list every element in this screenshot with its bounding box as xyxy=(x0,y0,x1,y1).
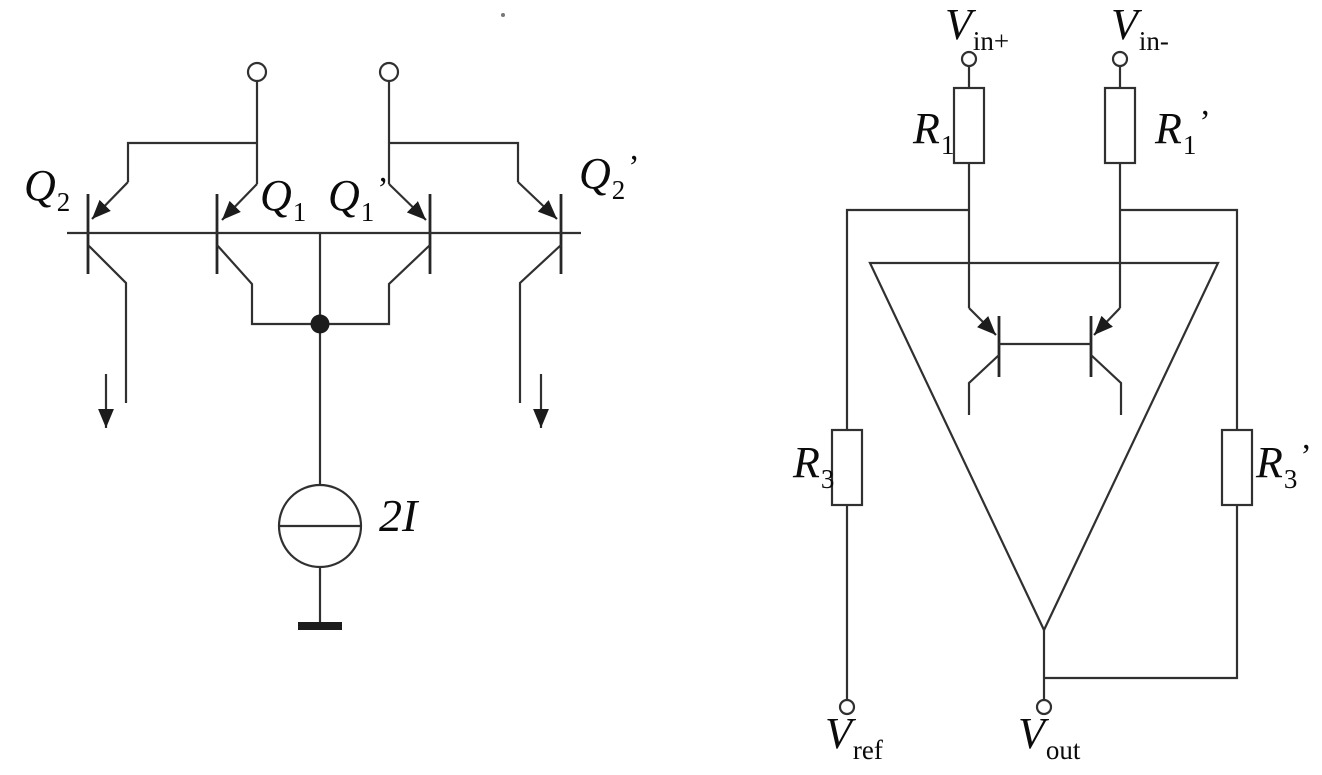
label-vinp-base: V xyxy=(945,0,972,49)
label-r1-sub: 1 xyxy=(940,130,955,160)
label-q1p-sub: 1 xyxy=(360,197,375,227)
vout-terminal xyxy=(1035,698,1053,716)
label-q1: Q1 xyxy=(260,171,309,226)
label-q2p-sub: 2 xyxy=(611,175,626,205)
q1-emitter-arrow xyxy=(221,183,258,221)
internal-diff-pair xyxy=(967,307,1123,415)
label-r1p-sub: 1 xyxy=(1182,130,1197,160)
label-r3-sub: 3 xyxy=(820,464,835,494)
left-arm xyxy=(845,208,969,430)
feedback-wire xyxy=(1044,505,1239,680)
label-r3p-sub: 3 xyxy=(1283,464,1298,494)
label-tail-current: 2I xyxy=(379,493,417,539)
label-vinn-base: V xyxy=(1111,0,1138,49)
q1-prime-collector xyxy=(329,244,431,326)
label-q1p-base: Q xyxy=(328,171,360,220)
tail-node-dot xyxy=(310,314,330,334)
label-vinn-sub: in- xyxy=(1138,26,1169,56)
label-r1-base: R xyxy=(913,104,940,153)
label-vref-base: V xyxy=(825,709,852,758)
ground-symbol xyxy=(298,622,342,630)
label-q2p-prime: ’ xyxy=(628,149,640,186)
vref-terminal xyxy=(838,698,856,716)
label-q2-sub: 2 xyxy=(56,187,71,217)
label-q1p-prime: ’ xyxy=(377,171,389,208)
label-vout-sub: out xyxy=(1045,735,1081,765)
label-r3-prime: R3’ xyxy=(1256,438,1312,493)
label-q1-prime: Q1’ xyxy=(328,171,389,226)
right-circuit xyxy=(830,50,1254,716)
q2-emitter-arrow xyxy=(91,181,129,220)
label-vref: Vref xyxy=(825,709,883,764)
label-r1: R1 xyxy=(913,104,957,159)
q1-collector xyxy=(216,244,311,326)
branch-to-q2-prime xyxy=(389,141,520,182)
label-vref-sub: ref xyxy=(852,735,883,765)
q2-collector xyxy=(87,244,128,403)
label-2i-text: 2I xyxy=(379,490,418,541)
label-q1-sub: 1 xyxy=(292,197,307,227)
resistor-r1-prime xyxy=(1103,86,1137,165)
branch-to-q2 xyxy=(126,141,257,182)
right-arm xyxy=(1120,208,1239,430)
label-vin-plus: Vin+ xyxy=(945,0,1009,55)
label-vout: Vout xyxy=(1018,709,1080,764)
label-r3: R3 xyxy=(793,438,837,493)
label-q2p-base: Q xyxy=(579,149,611,198)
label-q2-base: Q xyxy=(24,161,56,210)
inner-right-emitter-arrow xyxy=(1093,307,1121,336)
q2-prime-collector xyxy=(518,244,562,403)
inner-right-leg xyxy=(1090,354,1123,415)
label-r3p-prime-mark: ’ xyxy=(1300,438,1312,475)
label-r1p-prime-mark: ’ xyxy=(1199,104,1211,141)
left-terminal-1 xyxy=(246,61,268,83)
resistor-r3-prime xyxy=(1220,428,1254,507)
label-vout-base: V xyxy=(1018,709,1045,758)
label-q2-prime: Q2’ xyxy=(579,149,640,204)
label-vin-minus: Vin- xyxy=(1111,0,1169,55)
label-q2: Q2 xyxy=(24,161,73,216)
opamp-triangle xyxy=(868,261,1220,633)
label-r1-prime: R1’ xyxy=(1155,104,1211,159)
inner-left-leg xyxy=(967,354,1000,415)
label-r3p-base: R xyxy=(1256,438,1283,487)
inner-left-emitter-arrow xyxy=(968,307,997,336)
q2-prime-emitter-arrow xyxy=(517,181,558,220)
left-terminal-2 xyxy=(378,61,400,83)
resistor-r1 xyxy=(952,86,986,165)
label-q1-base: Q xyxy=(260,171,292,220)
left-circuit xyxy=(67,61,581,630)
label-r1p-base: R xyxy=(1155,104,1182,153)
label-r3-base: R xyxy=(793,438,820,487)
stray-dot xyxy=(501,13,505,17)
label-vinp-sub: in+ xyxy=(972,26,1010,56)
vin-minus-terminal xyxy=(1111,50,1129,68)
q1-prime-emitter-arrow xyxy=(388,183,427,221)
